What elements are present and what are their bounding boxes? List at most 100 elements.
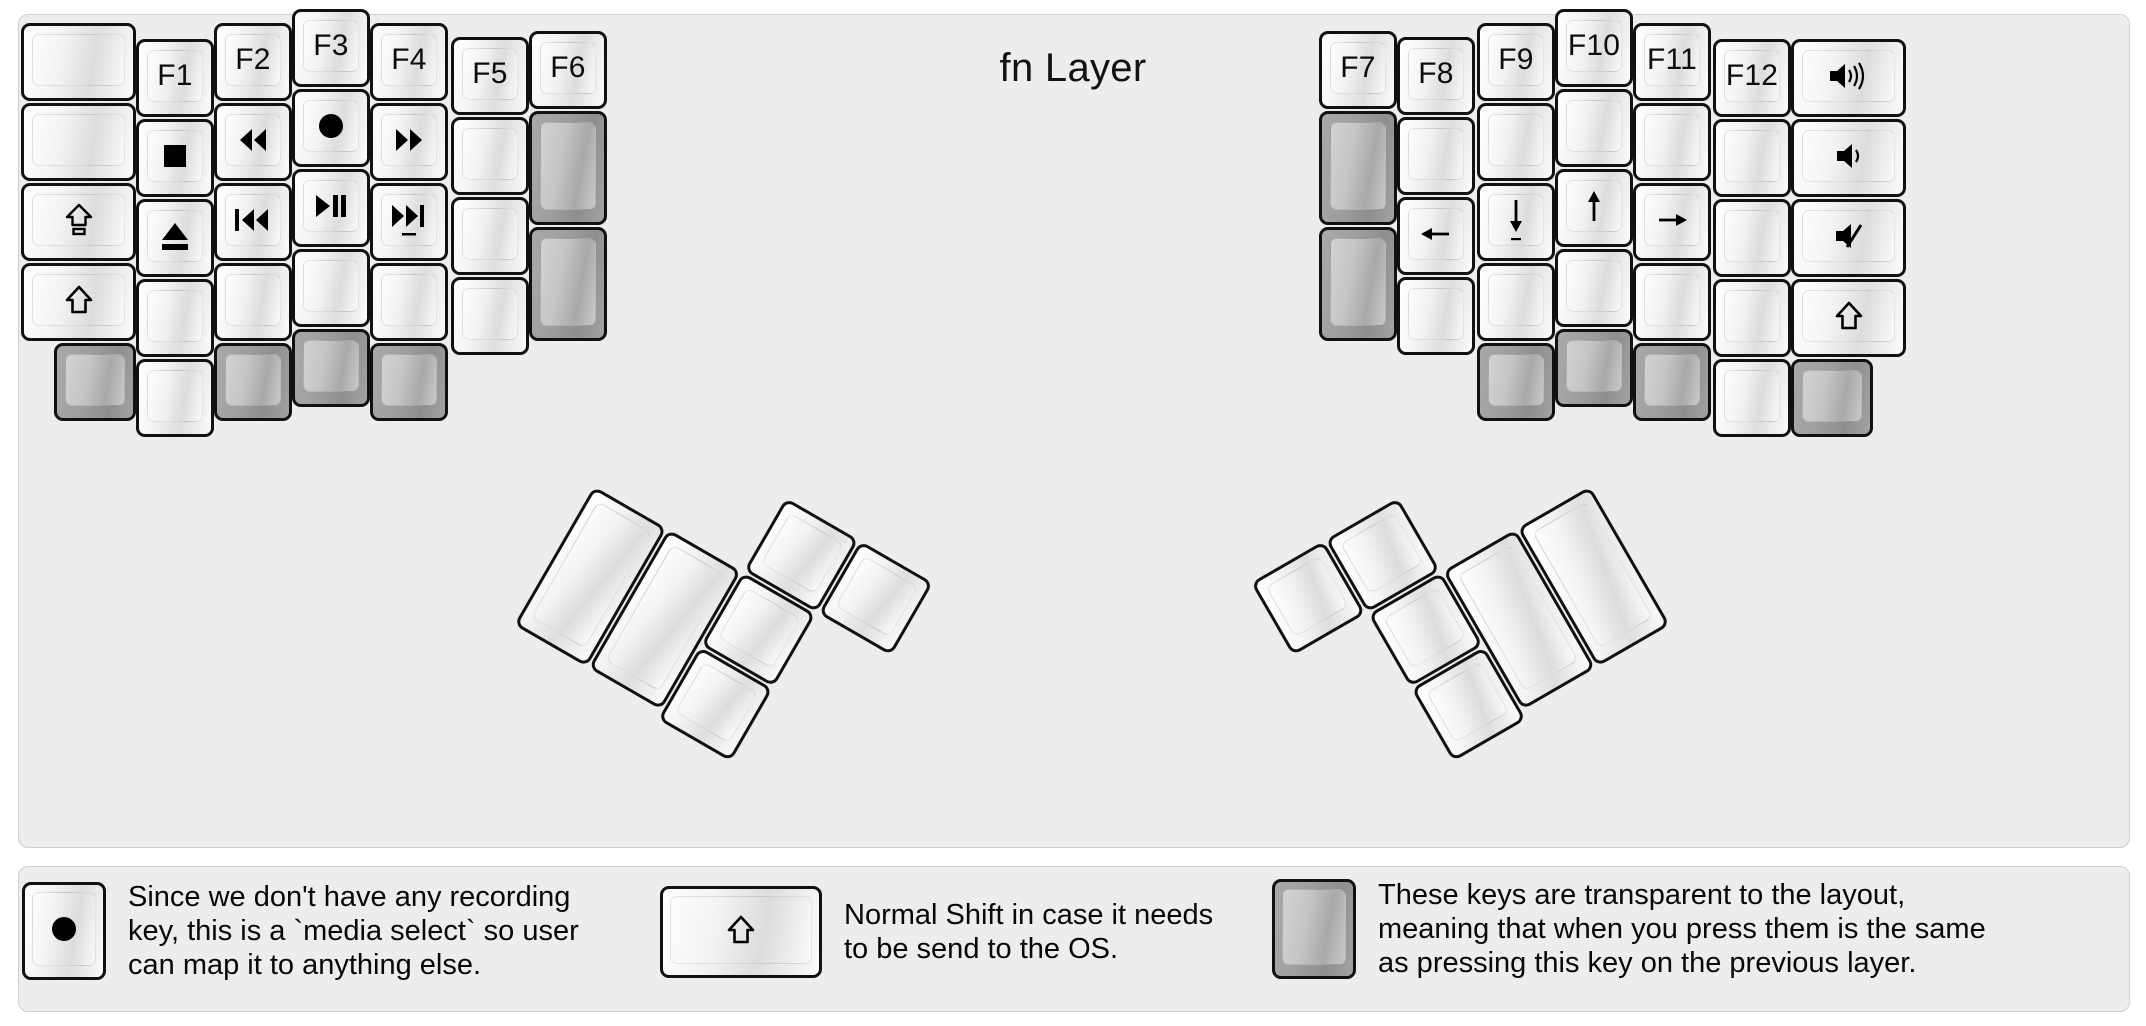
key-l-c5-r2[interactable] [451, 197, 529, 275]
key-r-c3-r1[interactable] [1555, 89, 1633, 167]
key-l-c0-r3[interactable] [21, 263, 136, 341]
key-r-c2-r0[interactable]: F9 [1477, 23, 1555, 101]
key-l-c6-r1[interactable] [529, 111, 607, 225]
key-l-c2-r0[interactable]: F2 [214, 23, 292, 101]
key-r-c0-r1[interactable] [1319, 111, 1397, 225]
key-l-c3-r3[interactable] [292, 249, 370, 327]
key-l-c2-r4[interactable] [214, 343, 292, 421]
key-face [835, 555, 919, 638]
key-face [225, 194, 281, 246]
key-face: F11 [1644, 34, 1700, 86]
key-face [1566, 260, 1622, 312]
key-face: F12 [1724, 50, 1780, 102]
key-r-c6-r1[interactable] [1791, 119, 1906, 197]
shift-arrow-icon [727, 915, 755, 945]
key-face [1408, 288, 1464, 340]
key-r-c0-r2[interactable] [1319, 227, 1397, 341]
key-r-c2-r2[interactable] [1477, 183, 1555, 261]
key-r-c2-r4[interactable] [1477, 343, 1555, 421]
key-r-c6-r0[interactable] [1791, 39, 1906, 117]
key-l-c0-r0[interactable] [21, 23, 136, 101]
key-l-c5-r3[interactable] [451, 277, 529, 355]
key-r-c1-r3[interactable] [1397, 277, 1475, 355]
shift-arrow-icon [1835, 301, 1863, 331]
media-record-icon [315, 110, 347, 142]
key-r-c4-r4[interactable] [1633, 343, 1711, 421]
key-r-c5-r4[interactable] [1713, 359, 1791, 437]
key-face [1488, 194, 1544, 246]
key-r-c4-r1[interactable] [1633, 103, 1711, 181]
key-l-c4-r1[interactable] [370, 103, 448, 181]
key-l-c2-r3[interactable] [214, 263, 292, 341]
key-face [303, 340, 359, 392]
media-next-track-icon [390, 202, 428, 238]
key-r-c4-r3[interactable] [1633, 263, 1711, 341]
key-r-c1-r2[interactable] [1397, 197, 1475, 275]
key-r-c4-r2[interactable] [1633, 183, 1711, 261]
key-l-c1-r2[interactable] [136, 199, 214, 277]
key-r-c3-r0[interactable]: F10 [1555, 9, 1633, 87]
legend-item: Normal Shift in case it needs to be send… [660, 886, 1213, 978]
key-l-c4-r0[interactable]: F4 [370, 23, 448, 101]
key-face [462, 208, 518, 260]
key-r-c4-r0[interactable]: F11 [1633, 23, 1711, 101]
key-face [1644, 194, 1700, 246]
key-face [303, 100, 359, 152]
legend-key-shift [660, 886, 822, 978]
key-l-c2-r1[interactable] [214, 103, 292, 181]
key-l-c3-r2[interactable] [292, 169, 370, 247]
volume-down-icon [1835, 141, 1863, 171]
key-face [1330, 238, 1386, 326]
key-r-c5-r1[interactable] [1713, 119, 1791, 197]
key-l-c1-r0[interactable]: F1 [136, 39, 214, 117]
key-r-c3-r4[interactable] [1555, 329, 1633, 407]
key-l-c5-r0[interactable]: F5 [451, 37, 529, 115]
key-r-c5-r0[interactable]: F12 [1713, 39, 1791, 117]
key-face [381, 194, 437, 246]
key-l-c4-r2[interactable] [370, 183, 448, 261]
key-l-c6-r0[interactable]: F6 [529, 31, 607, 109]
media-play-pause-icon [314, 192, 348, 220]
key-r-c2-r3[interactable] [1477, 263, 1555, 341]
key-r-c1-r1[interactable] [1397, 117, 1475, 195]
key-l-c1-r1[interactable] [136, 119, 214, 197]
key-r-c0-r0[interactable]: F7 [1319, 31, 1397, 109]
key-r-c6-r3[interactable] [1791, 279, 1906, 357]
key-l-c3-r0[interactable]: F3 [292, 9, 370, 87]
key-l-c0-r2[interactable] [21, 183, 136, 261]
key-l-c1-r3[interactable] [136, 279, 214, 357]
key-l-c5-r1[interactable] [451, 117, 529, 195]
legend-panel [18, 866, 2130, 1012]
media-eject-icon [159, 219, 191, 253]
key-r-c5-r2[interactable] [1713, 199, 1791, 277]
key-r-c2-r1[interactable] [1477, 103, 1555, 181]
key-r-c3-r2[interactable] [1555, 169, 1633, 247]
key-r-c3-r3[interactable] [1555, 249, 1633, 327]
legend-key-media-record [22, 882, 106, 981]
media-stop-icon [160, 141, 190, 171]
key-face [1566, 180, 1622, 232]
caps-lock-arrow-icon [65, 203, 93, 237]
key-face: F6 [540, 42, 596, 94]
key-r-c1-r0[interactable]: F8 [1397, 37, 1475, 115]
key-l-c3-r4[interactable] [292, 329, 370, 407]
key-face: F2 [225, 34, 281, 86]
key-l-c1-r4[interactable] [136, 359, 214, 437]
key-r-c6-r2[interactable] [1791, 199, 1906, 277]
key-l-c2-r2[interactable] [214, 183, 292, 261]
key-face [674, 661, 758, 744]
key-l-c4-r4[interactable] [370, 343, 448, 421]
key-l-c6-r2[interactable] [529, 227, 607, 341]
media-rewind-icon [236, 126, 270, 154]
key-face [1724, 290, 1780, 342]
key-l-c3-r1[interactable] [292, 89, 370, 167]
key-l-c0-r1[interactable] [21, 103, 136, 181]
key-r-c5-r3[interactable] [1713, 279, 1791, 357]
key-r-c6-r4[interactable] [1791, 359, 1873, 437]
key-l-c0-r4[interactable] [54, 343, 136, 421]
key-label: F7 [1340, 51, 1376, 84]
key-label: F6 [550, 51, 586, 84]
arrow-down-icon [1503, 198, 1529, 242]
key-l-c4-r3[interactable] [370, 263, 448, 341]
